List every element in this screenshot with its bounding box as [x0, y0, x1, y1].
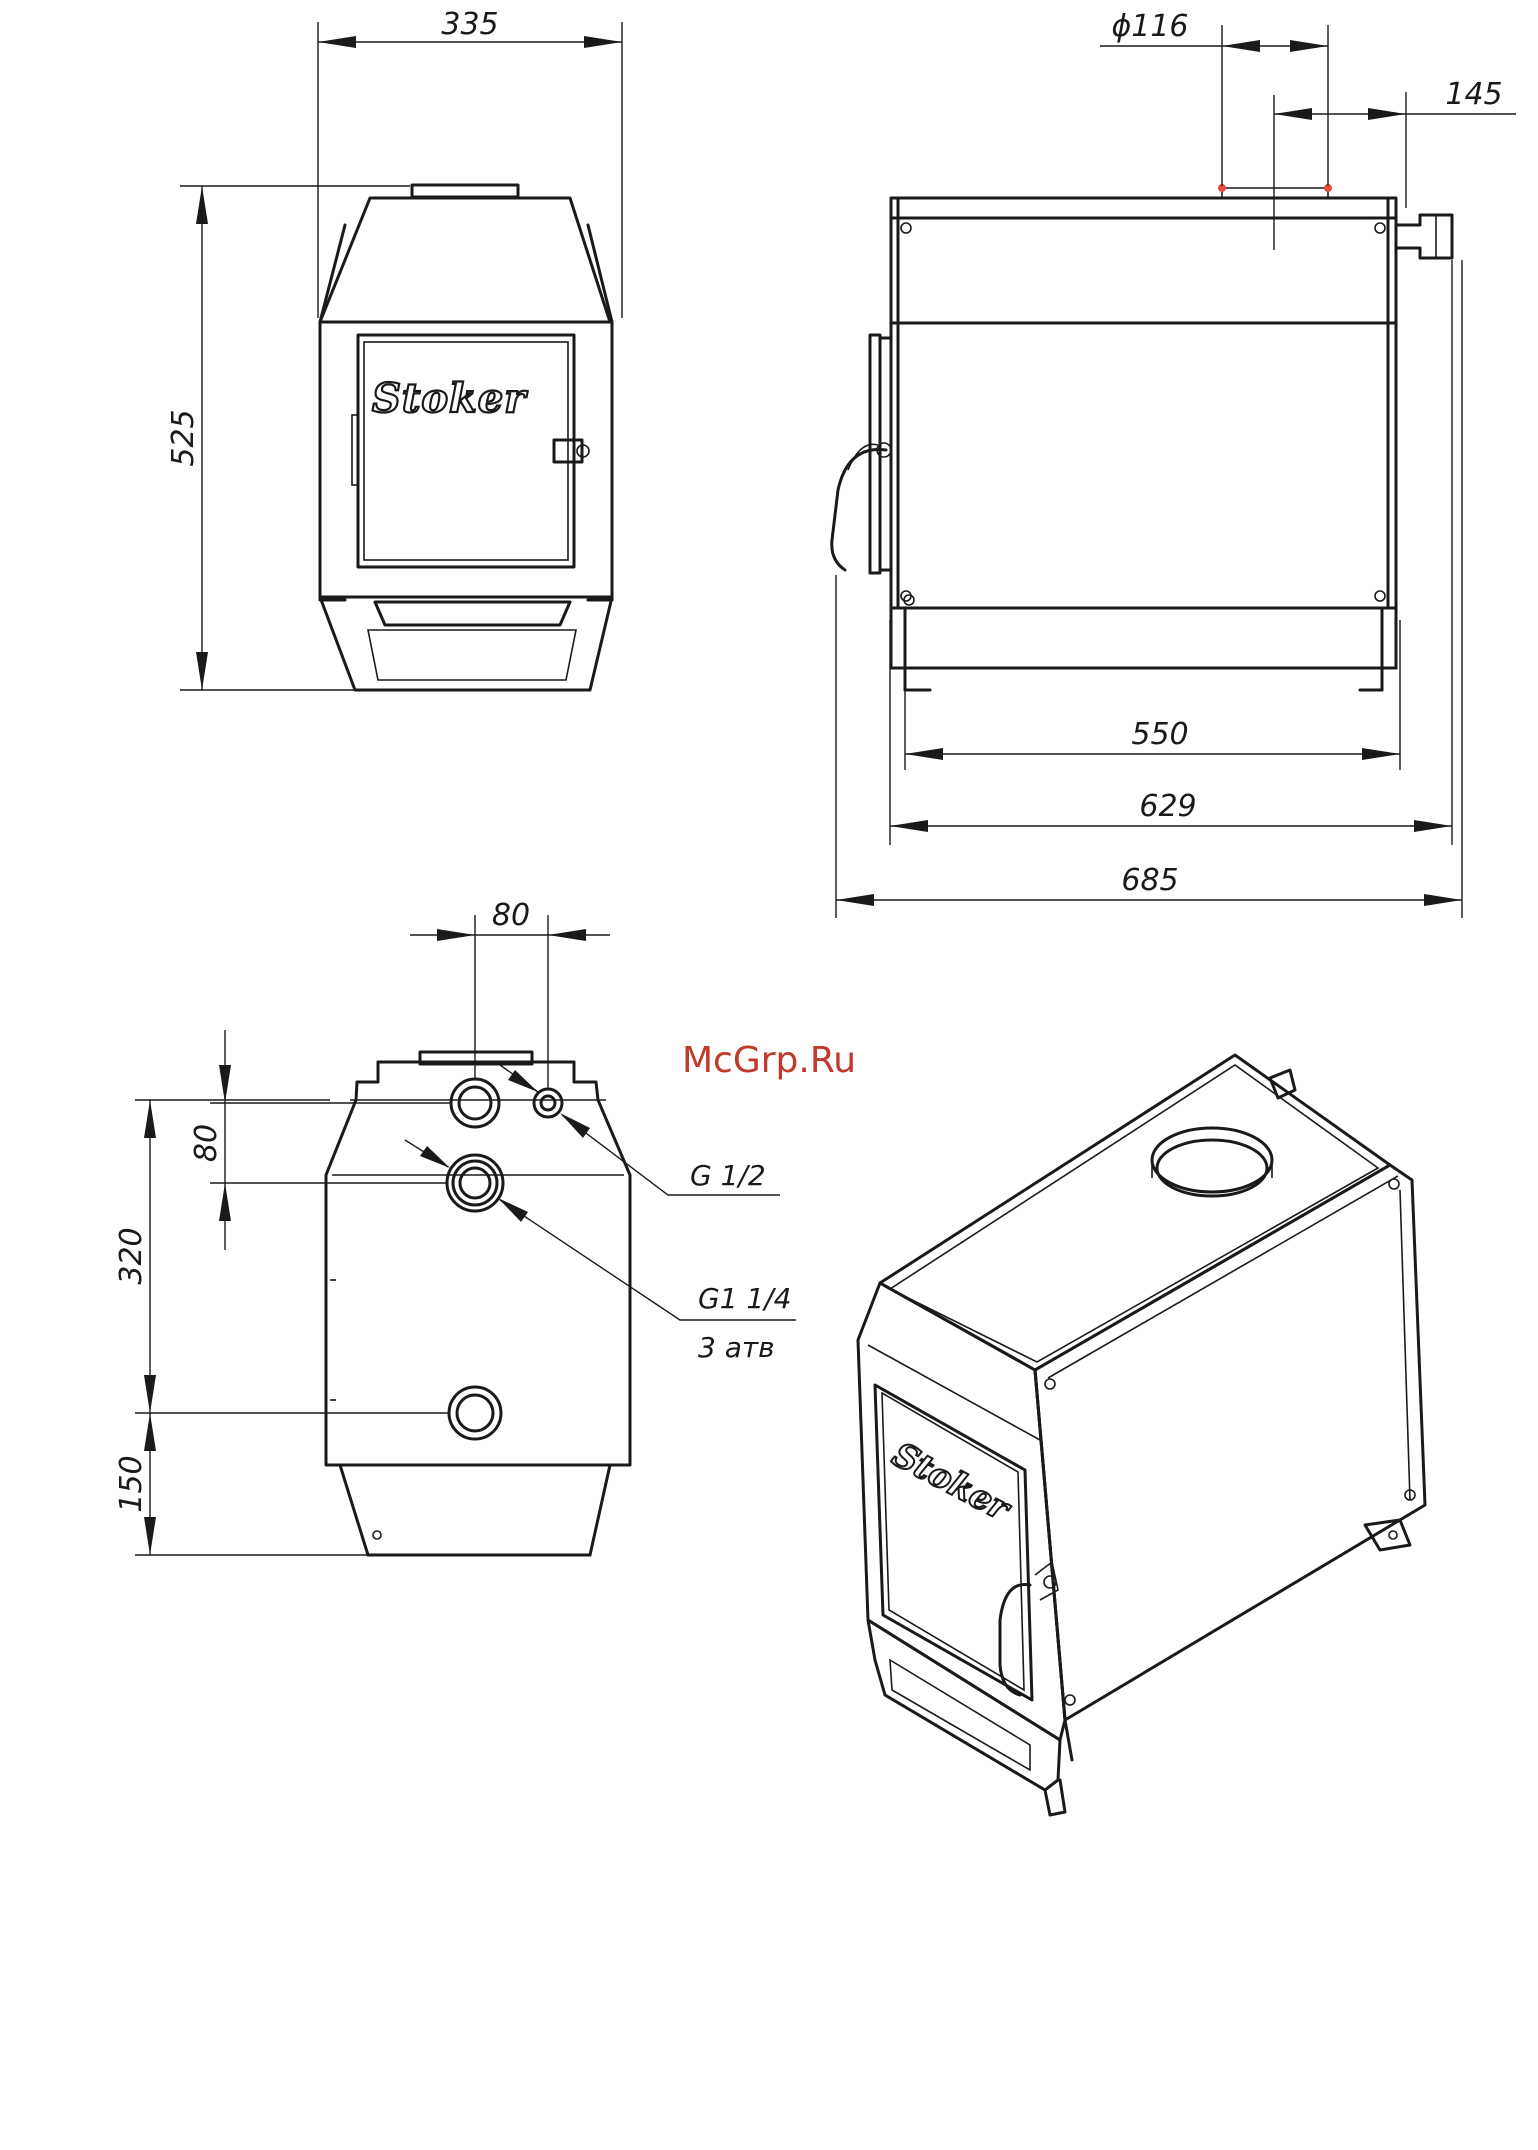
- isometric-view: Stoker: [858, 1055, 1425, 1815]
- rear-callout-pressure: 3 атв: [698, 1331, 775, 1364]
- side-dim-flue-diameter: ϕ116: [1111, 9, 1188, 44]
- watermark-text: McGrp.Ru: [682, 1040, 856, 1081]
- rear-dim-pipe-spacing-v: 80: [189, 1124, 224, 1162]
- side-dim-overall-length: 685: [1121, 863, 1178, 898]
- rear-dim-pipe-spacing-h: 80: [492, 898, 530, 933]
- side-view: ϕ116 145 550 629 685: [832, 9, 1516, 918]
- side-dim-base-length: 629: [1139, 789, 1196, 824]
- front-dim-width: 335: [441, 7, 498, 42]
- rear-dim-height-upper: 320: [114, 1227, 149, 1284]
- front-view: Stoker 335 525: [166, 7, 622, 690]
- iso-logo: Stoker: [886, 1435, 1018, 1530]
- rear-view: 80 80 320 150 G 1/2 G1 1/4 3 атв: [114, 898, 796, 1555]
- rear-callout-small-pipe: G 1/2: [690, 1159, 766, 1192]
- rear-callout-large-pipe: G1 1/4: [698, 1282, 791, 1315]
- side-dim-flue-offset: 145: [1445, 77, 1502, 112]
- front-logo: Stoker: [372, 375, 528, 422]
- side-dim-body-length: 550: [1131, 717, 1188, 752]
- rear-dim-height-lower: 150: [114, 1455, 149, 1512]
- front-dim-height: 525: [166, 409, 201, 466]
